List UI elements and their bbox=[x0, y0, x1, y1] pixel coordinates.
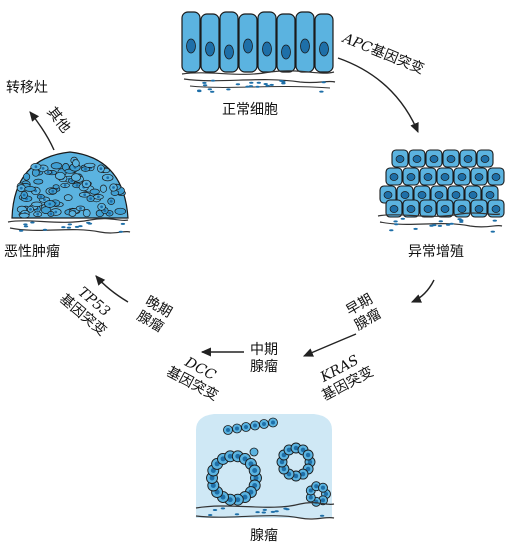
carcinoma-illustration bbox=[7, 151, 131, 234]
arrow-hyperplasia-to-early bbox=[410, 279, 435, 303]
arrow-early-to-middle bbox=[302, 333, 357, 357]
arrow-normal-to-hyperplasia bbox=[337, 57, 419, 134]
arrow-late-to-carcinoma bbox=[95, 275, 129, 303]
label-metastasis: 转移灶 bbox=[6, 80, 48, 96]
normal-epithelium-illustration bbox=[181, 11, 336, 93]
label-normal-cells: 正常细胞 bbox=[222, 102, 278, 118]
adenoma-illustration bbox=[195, 414, 335, 520]
middle-adenoma-line1: 中期 bbox=[250, 342, 278, 358]
label-carcinoma: 恶性肿瘤 bbox=[4, 244, 60, 260]
middle-adenoma-line2: 腺瘤 bbox=[250, 359, 278, 375]
hyperplasia-illustration bbox=[377, 149, 505, 233]
label-adenoma: 腺瘤 bbox=[250, 528, 278, 544]
arrow-carcinoma-to-metastasis bbox=[29, 111, 55, 151]
label-hyperplasia: 异常增殖 bbox=[408, 244, 464, 260]
label-middle-adenoma: 中期 腺瘤 bbox=[250, 342, 278, 376]
